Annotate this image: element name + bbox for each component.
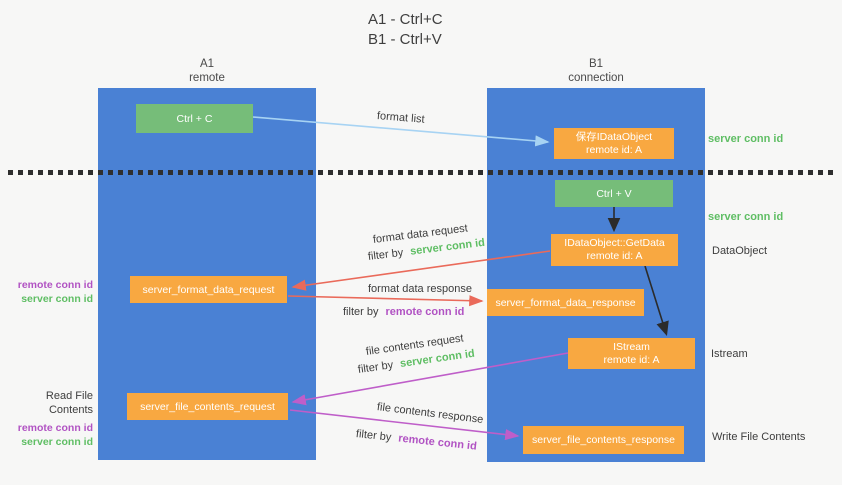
dataobject-side-label: DataObject [712, 245, 768, 257]
filter-by-text: filter by [355, 428, 392, 444]
filter-by-text: filter by [343, 306, 379, 318]
istream-line1: IStream [613, 340, 650, 353]
save-dataobject-node: 保存IDataObject remote id: A [554, 128, 674, 159]
save-dataobject-line1: 保存IDataObject [575, 130, 653, 143]
write-file-contents-label: Write File Contents [712, 431, 806, 443]
server-file-contents-response-label: server_file_contents_response [531, 434, 675, 446]
file-contents-response-label: file contents response [376, 401, 484, 426]
lane-a1-role: remote [189, 72, 225, 84]
title-line-1: A1 - Ctrl+C [368, 11, 443, 28]
read-file-contents-label: Read File Contents [45, 390, 93, 416]
ctrl-c-label: Ctrl + C [176, 112, 213, 125]
server-format-data-request-label: server_format_data_request [142, 283, 275, 296]
read-file-contents-block: Read File Contents remote conn id server… [0, 389, 93, 449]
format-data-response-label: format data response [368, 283, 472, 295]
istream-line2: remote id: A [603, 353, 660, 366]
format-list-text: format list [376, 110, 426, 126]
server-format-data-request-node: server_format_data_request [130, 276, 287, 303]
ctrl-v-node: Ctrl + V [555, 180, 673, 207]
title-line-2: B1 - Ctrl+V [368, 31, 442, 48]
copy-paste-separator-line [8, 170, 836, 175]
filter-by-text: filter by [357, 359, 394, 376]
filter-by-remote-conn-id-label-1: filter by remote conn id [343, 306, 464, 318]
server-file-contents-request-node: server_file_contents_request [127, 393, 288, 420]
lane-b1-role: connection [568, 72, 624, 84]
filter-by-text: filter by [367, 246, 404, 263]
diagram-title: A1 - Ctrl+C B1 - Ctrl+V [368, 10, 443, 50]
lane-a1-name: A1 [199, 58, 215, 70]
remote-conn-id-text: remote conn id [385, 306, 465, 318]
remote-conn-id-side-2: remote conn id [17, 422, 93, 434]
ctrl-c-node: Ctrl + C [136, 104, 253, 133]
getdata-node: IDataObject::GetData remote id: A [551, 234, 678, 266]
format-data-response-arrow [287, 295, 484, 307]
remote-conn-id-side-1: remote conn id [17, 279, 93, 291]
format-list-label: format list [377, 110, 425, 126]
server-file-contents-response-node: server_file_contents_response [523, 426, 684, 454]
remote-conn-id-text: remote conn id [397, 432, 478, 453]
getdata-line1: IDataObject::GetData [564, 237, 665, 249]
file-contents-response-text: file contents response [376, 401, 484, 426]
istream-side-label: Istream [711, 348, 748, 360]
getdata-line2: remote id: A [586, 250, 643, 262]
save-dataobject-line2: remote id: A [585, 143, 643, 156]
format-data-response-text: format data response [368, 283, 472, 295]
server-conn-id-side-mid: server conn id [708, 211, 784, 223]
server-conn-id-side-top: server conn id [708, 133, 784, 145]
server-format-data-response-node: server_format_data_response [487, 289, 644, 316]
server-file-contents-request-label: server_file_contents_request [140, 400, 275, 413]
server-conn-id-side-1: server conn id [21, 293, 93, 305]
server-conn-id-side-2: server conn id [21, 436, 93, 448]
lane-b1-name: B1 [588, 58, 604, 70]
server-format-data-response-label: server_format_data_response [495, 296, 636, 309]
istream-node: IStream remote id: A [568, 338, 695, 369]
lane-header-a1: A1 remote [98, 57, 316, 85]
lane-header-b1: B1 connection [487, 57, 705, 85]
format-request-conn-ids: remote conn id server conn id [0, 278, 93, 306]
filter-by-remote-conn-id-label-2: filter by remote conn id [355, 428, 477, 453]
ctrl-v-label: Ctrl + V [596, 187, 632, 200]
